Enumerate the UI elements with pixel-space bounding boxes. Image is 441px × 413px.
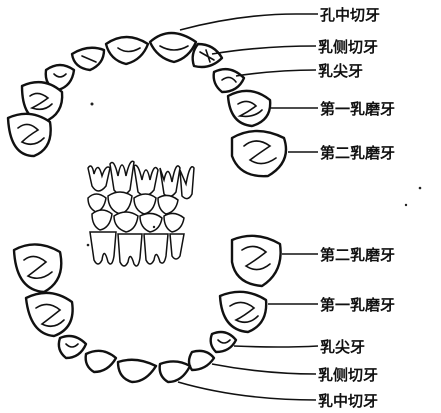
label-upper-canine: 乳尖牙 <box>318 62 363 80</box>
lower-right-second-molar <box>230 234 282 288</box>
upper-left-central-incisor <box>104 35 150 66</box>
lower-arch <box>12 234 282 384</box>
upper-right-central-incisor <box>148 31 198 64</box>
lower-right-central-incisor <box>158 360 192 384</box>
leader-upper-lateral-incisor <box>211 45 317 55</box>
upper-arch <box>6 31 288 178</box>
lower-left-central-incisor <box>116 358 158 384</box>
upper-right-canine <box>212 67 246 94</box>
leader-upper-canine <box>235 69 317 77</box>
label-lower-central-incisor: 乳中切牙 <box>318 392 378 410</box>
lower-right-canine <box>209 330 238 354</box>
leader-lower-lateral-incisor <box>211 363 317 375</box>
upper-right-first-molar <box>226 89 272 128</box>
leader-upper-central-incisor <box>179 13 318 31</box>
label-upper-central-incisor: 孔中切牙 <box>320 6 380 24</box>
leader-lower-central-incisor <box>177 381 317 401</box>
label-upper-second-molar: 第二乳磨牙 <box>320 144 395 162</box>
leader-lines <box>177 13 319 401</box>
lower-right-lateral-incisor <box>187 349 216 372</box>
lower-left-lateral-incisor <box>84 349 118 374</box>
label-upper-first-molar: 第一乳磨牙 <box>320 100 395 118</box>
label-lower-second-molar: 第二乳磨牙 <box>320 246 395 264</box>
label-lower-canine: 乳尖牙 <box>320 338 365 356</box>
lower-left-first-molar <box>24 291 74 338</box>
developing-teeth-cluster <box>87 160 195 267</box>
label-lower-first-molar: 第一乳磨牙 <box>320 296 395 314</box>
leader-lower-canine <box>233 345 319 348</box>
lower-right-first-molar <box>218 290 268 334</box>
label-lower-lateral-incisor: 乳侧切牙 <box>318 366 378 384</box>
label-upper-lateral-incisor: 乳侧切牙 <box>318 38 378 56</box>
labels: 孔中切牙 乳侧切牙 乳尖牙 第一乳磨牙 第二乳磨牙 第二乳磨牙 第一乳磨牙 乳尖… <box>318 6 395 410</box>
